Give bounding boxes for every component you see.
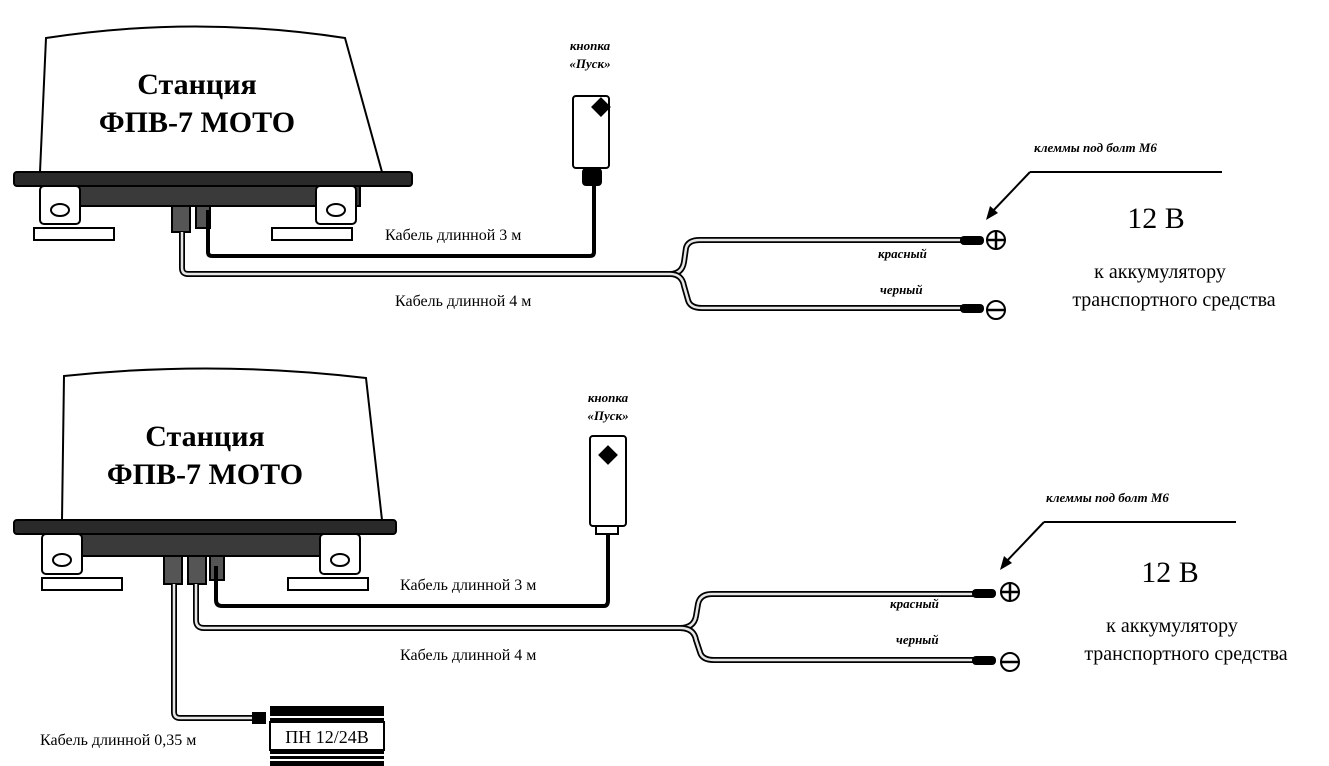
cable-4m-label: Кабель длинной 4 м <box>400 647 536 664</box>
station-title-line1: Станция <box>145 420 264 453</box>
cable-4m-label: Кабель длинной 4 м <box>395 293 531 310</box>
battery-label-line1: к аккумулятору <box>1106 615 1238 637</box>
black-wire-label: черный <box>880 282 923 297</box>
station-title-line1: Станция <box>137 68 256 101</box>
terminal-pointer <box>986 171 1222 220</box>
station-unit <box>13 25 413 241</box>
red-wire-label: красный <box>890 596 939 611</box>
button-label-line2: «Пуск» <box>569 56 610 71</box>
start-button-unit <box>589 435 627 535</box>
diagram-bottom: Станция ФПВ-7 МОТО кнопка «Пуск» Кабель … <box>13 367 1288 766</box>
red-wire-label: красный <box>878 246 927 261</box>
voltage-label: 12 В <box>1141 556 1199 589</box>
terminals-label: клеммы под болт М6 <box>1034 140 1157 155</box>
station-title-line2: ФПВ-7 МОТО <box>99 106 295 139</box>
station-title-line2: ФПВ-7 МОТО <box>107 458 303 491</box>
start-button-unit <box>572 95 611 186</box>
converter-box <box>269 706 385 766</box>
cable-3m-wire <box>214 534 610 608</box>
terminals-label: клеммы под болт М6 <box>1046 490 1169 505</box>
button-label-line1: кнопка <box>588 390 629 405</box>
cable-3m-label: Кабель длинной 3 м <box>400 577 536 594</box>
terminal-negative <box>972 652 1020 672</box>
station-unit <box>13 367 397 591</box>
black-wire-label: черный <box>896 632 939 647</box>
terminal-positive <box>960 230 1006 250</box>
voltage-label: 12 В <box>1127 202 1185 235</box>
cable-4m-wire <box>193 584 980 663</box>
converter-label: ПН 12/24В <box>285 727 369 747</box>
battery-label-line1: к аккумулятору <box>1094 261 1226 283</box>
button-label-line2: «Пуск» <box>587 408 628 423</box>
cable-035m-wire <box>171 584 266 724</box>
cable-035m-label: Кабель длинной 0,35 м <box>40 732 196 749</box>
cable-4m-wire <box>179 232 968 311</box>
terminal-negative <box>960 300 1006 320</box>
diagram-top: Станция ФПВ-7 МОТО кнопка «Пуск» Кабель … <box>13 25 1276 320</box>
button-label-line1: кнопка <box>570 38 611 53</box>
terminal-positive <box>972 582 1020 602</box>
battery-label-line2: транспортного средства <box>1084 643 1287 665</box>
cable-3m-wire <box>206 186 596 258</box>
cable-3m-label: Кабель длинной 3 м <box>385 227 521 244</box>
terminal-pointer <box>1000 521 1236 570</box>
battery-label-line2: транспортного средства <box>1072 289 1275 311</box>
